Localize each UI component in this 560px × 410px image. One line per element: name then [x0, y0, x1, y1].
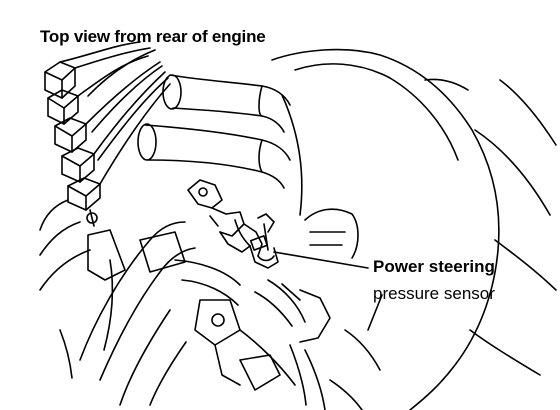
callout-label-line1: Power steering: [373, 257, 495, 276]
intake-housing: [272, 50, 556, 410]
hoses: [138, 75, 290, 188]
diagram-title: Top view from rear of engine: [40, 27, 266, 46]
lower-pipes: [60, 222, 382, 410]
bracket-and-sensor-mount: [188, 180, 278, 268]
callout-label-line2: pressure sensor: [373, 284, 495, 303]
callout-leader: [274, 252, 368, 268]
wiring-harness: [40, 42, 170, 290]
